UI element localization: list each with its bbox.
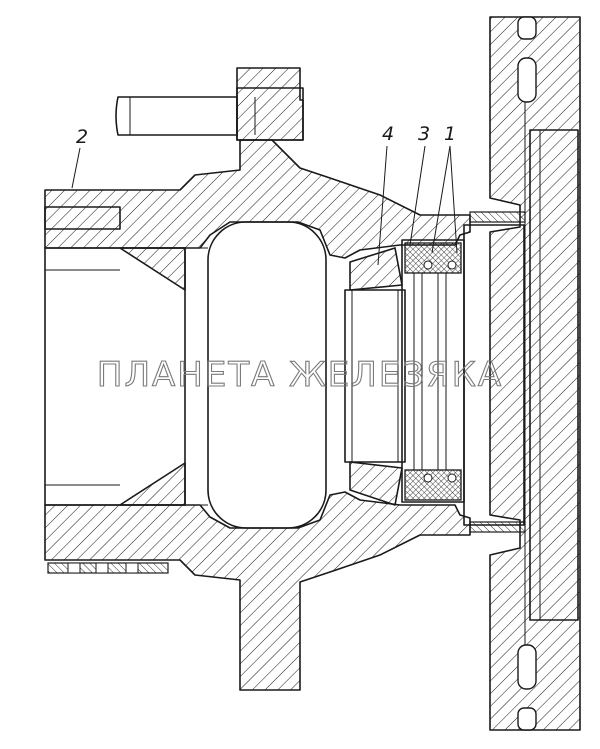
callout-label-4: 4: [382, 123, 394, 145]
brake-drum-flange: [489, 16, 581, 731]
callout-leaders: [71, 145, 458, 266]
leader-1b: [449, 145, 458, 254]
hub-body-lower: [44, 491, 471, 691]
spindle-sleeve: [463, 211, 526, 533]
callout-label-1: 1: [444, 123, 456, 145]
leader-2: [71, 147, 81, 189]
roller-bearing: [344, 247, 406, 506]
leader-1a: [431, 145, 451, 254]
hub-bore: [44, 221, 327, 529]
hub-body-upper: [44, 67, 471, 259]
callout-label-3: 3: [418, 123, 430, 145]
watermark-text: ПЛАНЕТА ЖЕЛЕЗЯКА: [97, 355, 503, 395]
cuff-seals: [401, 239, 465, 503]
callout-label-2: 2: [76, 126, 88, 148]
wheel-stud-bolt: [115, 87, 304, 141]
leader-4: [377, 145, 388, 266]
leader-3: [409, 145, 426, 246]
